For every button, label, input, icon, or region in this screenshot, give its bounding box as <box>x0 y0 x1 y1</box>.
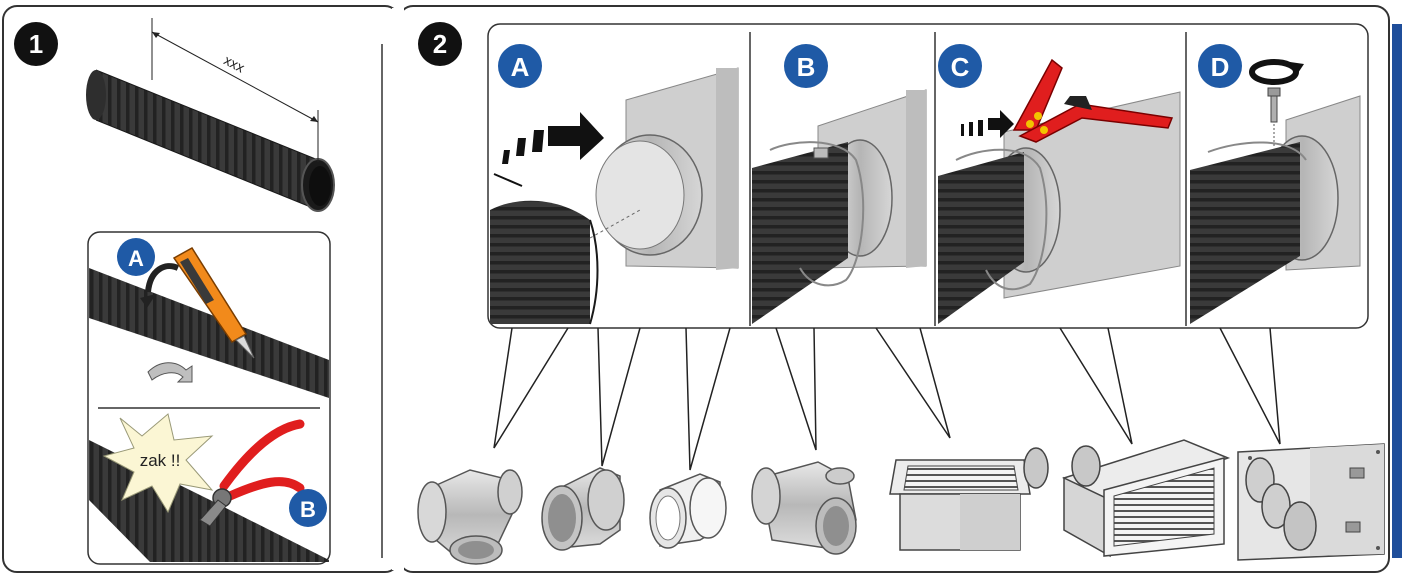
screw-icon <box>1267 87 1281 146</box>
snip-sound-text: zak !! <box>140 451 181 470</box>
svg-text:C: C <box>951 52 970 82</box>
push-arrow-icon <box>493 112 604 187</box>
ceiling-grille-plenum-icon <box>889 447 1049 551</box>
panel-badge-a: A <box>498 44 542 88</box>
step2-number: 2 <box>433 29 447 59</box>
panel-b-clamp-tie: B <box>752 44 927 324</box>
side-cutter-pliers-icon <box>199 419 305 527</box>
svg-text:B: B <box>300 497 316 522</box>
panel-badge-d: D <box>1198 44 1242 88</box>
tie-tensioning-tool-icon <box>1012 58 1174 143</box>
inset-badge-b: B <box>289 489 327 527</box>
utility-knife-icon <box>172 246 255 359</box>
step2-badge: 2 <box>418 22 462 66</box>
inset-badge-a: A <box>117 238 155 276</box>
callout-lines <box>493 327 1281 471</box>
reducer-fitting-icon <box>541 467 625 551</box>
svg-text:B: B <box>797 52 816 82</box>
panel-d-screw: D <box>1190 44 1361 324</box>
wall-grille-plenum-icon <box>1061 439 1231 558</box>
y-branch-fitting-icon <box>417 469 523 565</box>
step1-badge: 1 <box>14 22 58 66</box>
step1-number: 1 <box>29 29 43 59</box>
panel-badge-b: B <box>784 44 828 88</box>
flex-hose-icon <box>86 69 335 212</box>
side-accent-bar <box>1392 24 1402 558</box>
rotate-arrow-icon <box>1249 59 1304 85</box>
panel-c-tension-tool: C <box>938 44 1181 324</box>
svg-text:A: A <box>511 52 530 82</box>
svg-text:A: A <box>128 246 144 271</box>
panel-a-push-hose: A <box>490 44 739 325</box>
svg-text:D: D <box>1211 52 1230 82</box>
tee-fitting-icon <box>751 461 857 555</box>
hose-cut-scene: A <box>89 238 329 398</box>
ventilation-unit-icon <box>1237 443 1385 561</box>
panel-badge-c: C <box>938 44 982 88</box>
pull-arrow-icon <box>961 110 1014 138</box>
coupling-ring-icon <box>649 473 727 549</box>
cable-tie-icon <box>813 147 829 159</box>
wire-snip-scene: zak !! B <box>89 413 329 562</box>
